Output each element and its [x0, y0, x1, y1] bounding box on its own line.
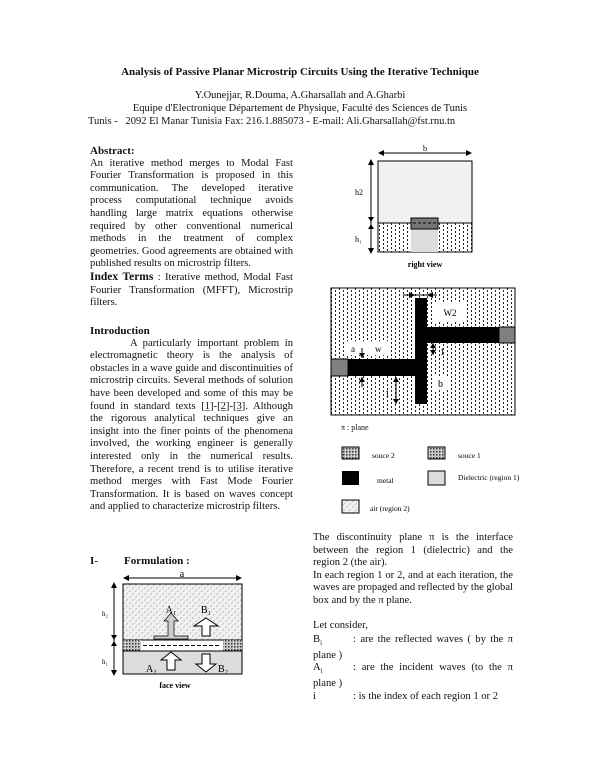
metal-vertical-strip [415, 298, 427, 404]
face-label-h2: h₂ [102, 610, 109, 618]
iteration-paragraph: In each region 1 or 2, and at each itera… [313, 569, 513, 606]
abstract-text: An iterative method merges to Modal Fast… [90, 157, 293, 270]
abstract-section: Abstract: An iterative method merges to … [90, 145, 293, 310]
citation-3[interactable]: [3] [232, 400, 246, 412]
face-label-B1: B₁ [201, 605, 211, 616]
legend-swatch-source-2 [341, 446, 360, 460]
citation-1[interactable]: [1] [201, 400, 214, 412]
intro-text-2: . Although the rigorous analytical techn… [90, 400, 293, 513]
face-label-a: a [180, 569, 185, 580]
top-label-l2: 1 [440, 347, 445, 357]
right-label-h2: h2 [355, 188, 363, 197]
legend-label-source-2: souce 2 [372, 451, 395, 460]
legend: souce 2 souce 1 metal Dielectric (region… [341, 446, 520, 514]
source-2 [123, 640, 141, 651]
top-label-l1: 1 [385, 389, 390, 399]
legend-label-dielectric: Dielectric (region 1) [458, 473, 520, 482]
def-symbol-b: B [313, 634, 321, 646]
top-label-w2: W2 [444, 308, 457, 318]
def-symbol-a: A [313, 662, 321, 674]
source-1 [223, 640, 242, 651]
plane-label: π : plane [341, 423, 369, 432]
formulation-heading: Formulation : [124, 555, 190, 567]
discontinuity-paragraph: The discontinuity plane π is the interfa… [313, 532, 513, 569]
def-text-i: : is the index of each region 1 or 2 [353, 690, 499, 702]
def-symbol-i: i [313, 690, 316, 702]
let-consider: Let consider, [313, 619, 368, 631]
legend-label-air: air (region 2) [370, 504, 410, 513]
legend-swatch-source-1 [427, 446, 446, 460]
intro-text-1: A particularly important problem in elec… [90, 337, 293, 412]
face-view-caption: face view [159, 681, 191, 690]
introduction-heading: Introduction [90, 325, 150, 337]
citation-2[interactable]: [2] [217, 400, 230, 412]
index-terms-text: : Iterative method, Modal Fast Fourier T… [90, 271, 294, 309]
face-label-A1: A₁ [166, 605, 177, 616]
def-sub-a: i [320, 667, 323, 676]
introduction-section: Introduction A particularly important pr… [90, 325, 293, 513]
legend-label-metal: metal [377, 476, 394, 485]
legend-swatch-metal [342, 471, 359, 485]
legend-swatch-dielectric [427, 470, 446, 486]
top-label-b: b [438, 379, 443, 390]
metal-left-arm [331, 359, 427, 376]
def-text-b: : are the reflected waves ( by the π pla… [313, 634, 513, 661]
face-label-h1: h₁ [102, 658, 108, 666]
top-label-a: a [351, 344, 355, 354]
address: Tunis - 2092 El Manar Tunisia Fax: 216.1… [88, 116, 456, 127]
right-label-b: b [423, 145, 427, 153]
metal-right-arm [427, 327, 515, 343]
top-view-figure: W2 a w 1 1 b [330, 287, 516, 416]
legend-swatch-air [341, 499, 360, 514]
top-label-w: w [375, 344, 382, 354]
right-view-caption: right view [408, 260, 443, 269]
affiliation: Equipe d'Electronique Département de Phy… [132, 103, 468, 114]
face-view-figure: a h₂ h₁ A₁ B₁ A₂ B₂ face view [102, 569, 243, 690]
def-sub-b: i [320, 639, 323, 648]
formulation-number: I- [90, 555, 98, 567]
paper-title: Analysis of Passive Planar Microstrip Ci… [121, 66, 479, 78]
right-text-section: The discontinuity plane π is the interfa… [313, 532, 513, 703]
face-label-B2: B₂ [218, 664, 228, 675]
face-label-A2: A₂ [146, 664, 157, 675]
source-2-port [330, 358, 349, 377]
index-terms-label: Index Terms [90, 270, 154, 283]
right-label-h1: h₁ [355, 235, 362, 244]
source-1-port [498, 326, 516, 344]
legend-label-source-1: souce 1 [458, 451, 481, 460]
authors: Y.Ounejjar, R.Douma, A.Gharsallah and A.… [194, 90, 406, 101]
abstract-heading: Abstract: [90, 145, 135, 157]
def-text-a: : are the incident waves (to the π plane… [313, 662, 513, 690]
right-view-figure: b h2 h₁ right view [355, 145, 473, 269]
